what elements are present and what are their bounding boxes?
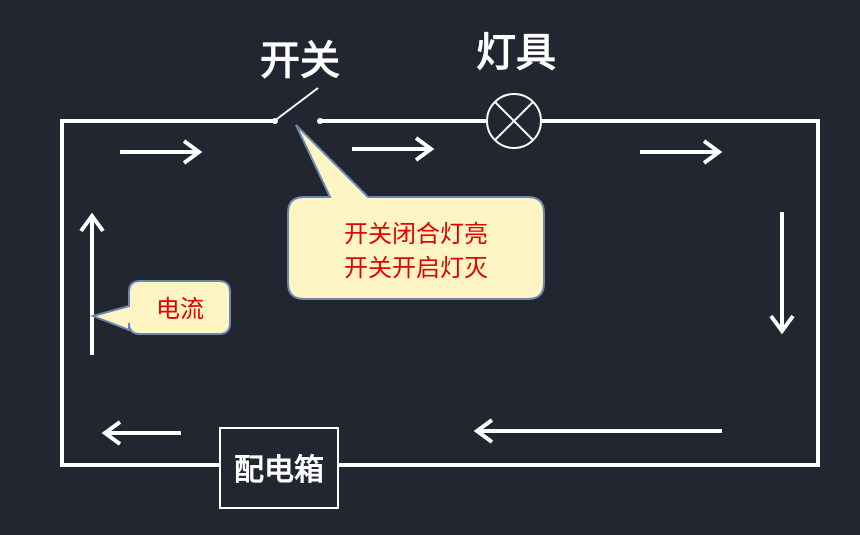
- lamp-label: 灯具: [476, 30, 556, 76]
- lamp-circle: [486, 93, 542, 149]
- current-direction-arrows: [79, 136, 795, 446]
- current-direction-arrow-icon: [120, 139, 203, 165]
- switch-note-line1: 开关闭合灯亮: [344, 220, 488, 248]
- current-direction-arrow-icon: [640, 139, 723, 165]
- distribution-box-label: 配电箱: [234, 453, 324, 488]
- current-direction-arrow-icon: [79, 212, 105, 355]
- lamp-cross-b: [494, 101, 534, 141]
- current-direction-arrow-icon: [101, 420, 181, 446]
- switch-contact-right: [317, 118, 323, 124]
- switch-label: 开关: [260, 38, 340, 84]
- switch-note-line2: 开关开启灯灭: [344, 254, 488, 282]
- current-direction-arrow-icon: [473, 418, 722, 444]
- switch-callout-bubble: [287, 124, 545, 300]
- switch-callout: 开关闭合灯亮 开关开启灯灭: [287, 124, 545, 300]
- current-direction-arrow-icon: [352, 136, 435, 162]
- switch-contact-left: [272, 118, 278, 124]
- current-callout: 电流: [89, 280, 231, 335]
- switch-blade: [276, 87, 319, 120]
- distribution-box-frame: [219, 427, 339, 509]
- current-callout-bubble: [89, 280, 231, 335]
- lamp-cross-circle-icon: [486, 93, 542, 149]
- current-direction-arrow-icon: [769, 212, 795, 335]
- circuit-wires: [60, 119, 820, 467]
- distribution-box: 配电箱: [219, 427, 339, 509]
- current-note: 电流: [156, 295, 204, 323]
- switch-open-icon: [272, 87, 323, 124]
